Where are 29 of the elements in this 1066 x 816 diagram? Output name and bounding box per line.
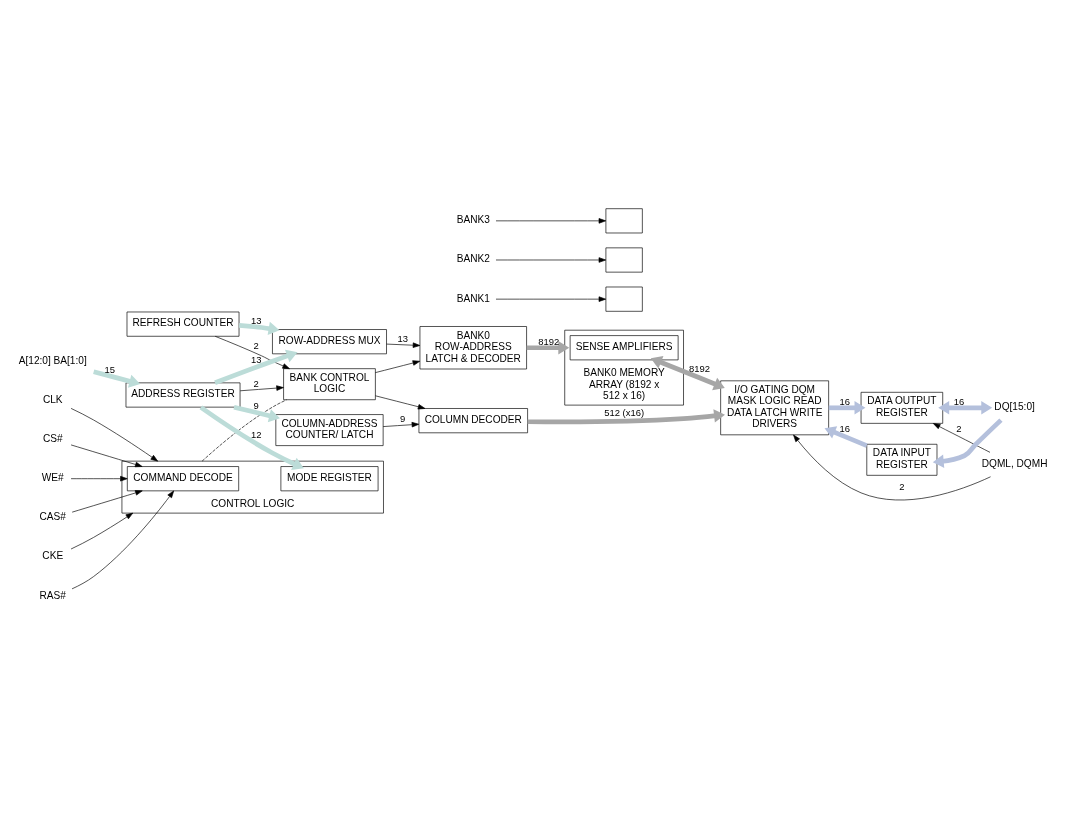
node-text: DQ[15:0]	[994, 400, 1035, 412]
edge-label: 15	[104, 363, 116, 375]
node-text: CAS#	[39, 510, 66, 522]
edge-label: 8192	[688, 362, 710, 374]
edge-label: 13	[397, 332, 408, 344]
node-text: BANK1	[456, 292, 490, 304]
node-text: CLK	[42, 393, 63, 405]
edge-label: 16	[839, 395, 851, 407]
edge-label: 9	[400, 412, 406, 424]
edge-label: 13	[251, 353, 262, 365]
node-text: BANK3	[456, 213, 490, 225]
edge-label: 16	[953, 395, 965, 407]
node-text: A[12:0] BA[1:0]	[18, 354, 87, 366]
edge-label: 12	[251, 428, 262, 440]
node-text: DQML, DQMH	[981, 457, 1048, 469]
edge-label: 13	[251, 314, 262, 326]
node-text: CS#	[42, 432, 63, 444]
edge-label: 8192	[538, 335, 560, 347]
edge-label: 2	[899, 480, 905, 492]
edge-label: 16	[839, 422, 851, 434]
node-text: WE#	[41, 471, 64, 483]
edge-label: 2	[956, 422, 962, 434]
node-text: CKE	[42, 549, 64, 561]
edge-label: 512 (x16)	[604, 406, 645, 418]
edge-label: 9	[253, 399, 259, 411]
node-text: RAS#	[39, 589, 66, 601]
edge-label: 2	[253, 377, 259, 389]
node-text: BANK2	[456, 252, 490, 264]
edge-label: 2	[253, 339, 259, 351]
